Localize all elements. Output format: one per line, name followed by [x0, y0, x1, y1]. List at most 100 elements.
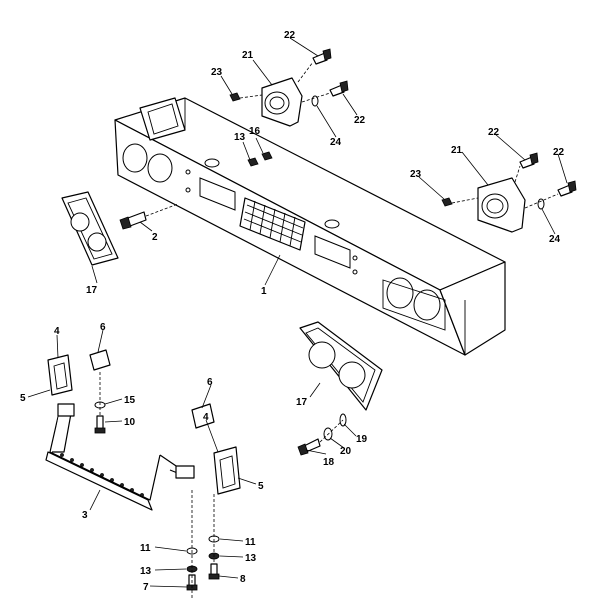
beam-hole [352, 269, 358, 275]
callout-3: 3 [82, 510, 88, 521]
callout-17-right: 17 [296, 397, 308, 408]
nut-23-b [441, 197, 453, 207]
beam-lamp-opening-left-2 [147, 153, 173, 183]
beam-lamp-opening-right-1 [386, 277, 414, 309]
callout-4-right: 4 [203, 412, 209, 423]
nut-23-a [229, 92, 241, 102]
lamp-housing-top [261, 77, 303, 127]
beam-hole [185, 187, 191, 193]
callout-17-left: 17 [86, 285, 98, 296]
bracket-6-left [89, 349, 111, 371]
callout-18: 18 [323, 457, 335, 468]
callout-5-left: 5 [20, 393, 26, 404]
bolt-shank [329, 84, 345, 97]
plate-hole-2 [338, 361, 366, 389]
beam-hole [185, 169, 191, 175]
beam-slot-left [199, 177, 236, 211]
nut-13-top [247, 157, 259, 167]
lamp-housing-right [477, 177, 526, 233]
lamp-plate-left [61, 191, 119, 266]
plate-hole-1 [70, 212, 90, 232]
callout-24-top: 24 [330, 137, 342, 148]
bracket-6-right [191, 403, 215, 429]
beam-hole [352, 255, 358, 261]
callout-6-left: 6 [100, 322, 106, 333]
plate-inner [67, 197, 113, 260]
bolt-head [94, 427, 106, 434]
beam-lamp-opening-left-1 [122, 143, 148, 173]
bolt-8 [208, 563, 220, 580]
bracket-left [47, 349, 111, 396]
bolt-head [322, 48, 332, 61]
bracket-right [191, 403, 241, 495]
step-bar [45, 403, 195, 511]
bolt-2 [119, 211, 147, 230]
bumper-beam [114, 97, 506, 356]
step-mount-left [57, 403, 75, 417]
callout-4-left: 4 [54, 326, 60, 337]
grille-mesh-lines [243, 200, 304, 247]
callout-22-right-left: 22 [488, 127, 500, 138]
lamp-housing-bore [264, 91, 290, 115]
step-mount-right [175, 465, 195, 479]
bolt-shank [557, 184, 573, 197]
bracket-4-right-slot [219, 455, 236, 489]
bracket-4-left [47, 354, 73, 396]
plate-hole-1 [308, 341, 336, 369]
callout-16: 16 [249, 126, 261, 137]
nut-16-top [261, 151, 273, 161]
callout-21-right: 21 [451, 145, 463, 156]
bracket-4-right [213, 446, 241, 495]
step-tread-bottom [45, 451, 153, 511]
beam-right-lamp-recess [382, 279, 446, 331]
callout-22-right-right: 22 [553, 147, 565, 158]
washer-24-b [537, 198, 545, 210]
beam-lamp-opening-right-2 [413, 289, 441, 321]
bolt-shank [519, 156, 535, 169]
leader-lines [27, 37, 568, 588]
bracket-4-left-slot [53, 362, 68, 390]
bolt-head [119, 216, 132, 230]
beam-end-face [439, 261, 506, 356]
bolt-head [297, 443, 309, 456]
assembly-lines [99, 61, 559, 600]
callout-11-left: 11 [140, 543, 151, 554]
callout-22-top-right: 22 [354, 115, 366, 126]
callout-24-right: 24 [549, 234, 561, 245]
bolt-18 [297, 438, 321, 456]
callout-22-top-left: 22 [284, 30, 296, 41]
callout-23-right: 23 [410, 169, 422, 180]
callout-labels: 1 2 3 4 4 5 5 6 6 7 8 10 11 11 13 13 13 … [20, 30, 565, 593]
lamp-housing-bore [481, 193, 509, 219]
lamp-plate-right [299, 321, 383, 411]
bolt-10 [94, 415, 106, 434]
callout-1: 1 [261, 286, 267, 297]
bolt-head [339, 80, 349, 93]
bolt-shank [312, 52, 328, 65]
callout-2: 2 [152, 232, 158, 243]
callout-23-top: 23 [211, 67, 223, 78]
bolt-22-a [312, 48, 332, 65]
bolt-shank [127, 211, 147, 227]
callout-13-top: 13 [234, 132, 246, 143]
callout-7: 7 [143, 582, 149, 593]
step-tread-holes [60, 453, 144, 497]
lamp-housing-inner-ring [486, 198, 504, 214]
callout-6-right: 6 [207, 377, 213, 388]
bolt-head [567, 180, 577, 193]
callout-13-bottom-right: 13 [245, 553, 257, 564]
bolt-22-c [519, 152, 539, 169]
callout-21-top: 21 [242, 50, 254, 61]
bolt-head [529, 152, 539, 165]
bolt-22-d [557, 180, 577, 197]
lamp-housing-inner-ring [269, 96, 285, 110]
callout-8: 8 [240, 574, 246, 585]
callout-13-bottom-left: 13 [140, 566, 152, 577]
callout-11-right: 11 [245, 537, 256, 548]
step-tread-outer [49, 407, 161, 501]
beam-top-boss-2 [324, 219, 340, 229]
callout-10: 10 [124, 417, 136, 428]
callout-5-right: 5 [258, 481, 264, 492]
